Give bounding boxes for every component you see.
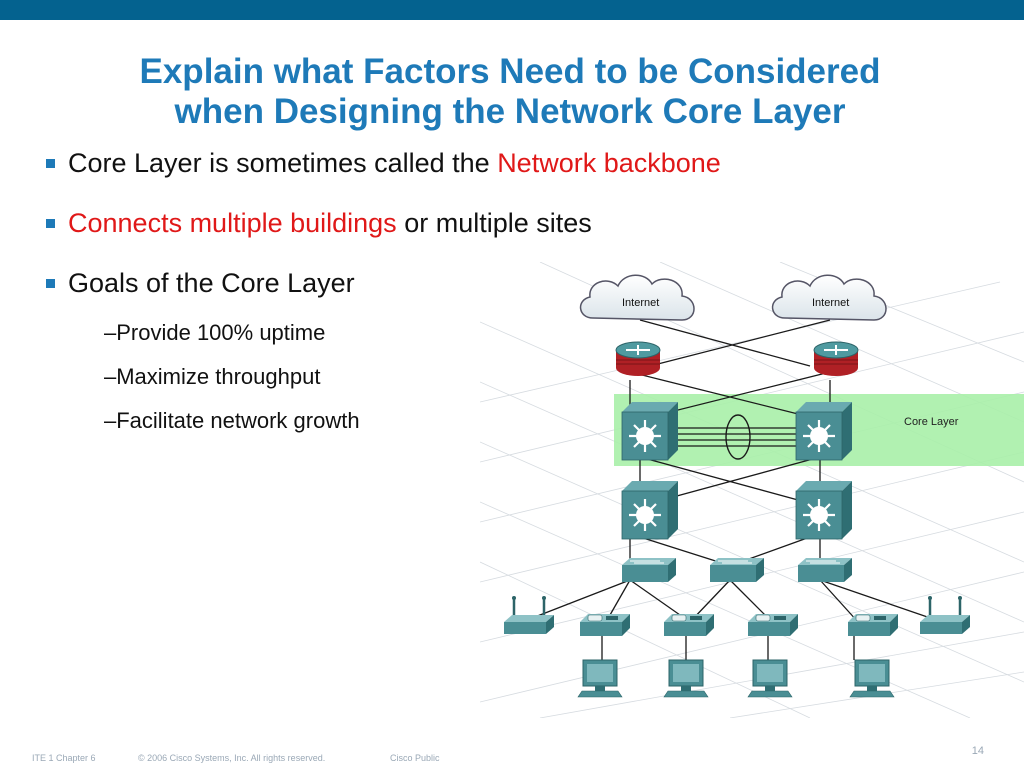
- distribution-switch-icon: [794, 479, 854, 541]
- bullet-3: Goals of the Core Layer: [46, 268, 355, 299]
- pc-icon: [849, 659, 895, 698]
- top-bar: [0, 0, 1024, 20]
- bullet-3-text: Goals of the Core Layer: [68, 268, 355, 298]
- slide-title: Explain what Factors Need to be Consider…: [60, 52, 960, 132]
- bullet-2: Connects multiple buildings or multiple …: [46, 208, 592, 239]
- internet-label-right: Internet: [812, 297, 849, 309]
- ip-phone-icon: [847, 613, 899, 637]
- bullet-1-highlight: Network backbone: [497, 148, 721, 178]
- ip-phone-icon: [579, 613, 631, 637]
- bullet-square-icon: [46, 159, 55, 168]
- internet-cloud-right: Internet: [771, 274, 887, 321]
- internet-cloud-left: Internet: [579, 274, 695, 321]
- router-icon: [813, 341, 859, 377]
- pc-icon: [747, 659, 793, 698]
- footer-chapter: ITE 1 Chapter 6: [32, 753, 96, 763]
- pc-icon: [577, 659, 623, 698]
- bullet-square-icon: [46, 219, 55, 228]
- grid-lines: [480, 262, 1024, 718]
- sub-bullet-1: –Provide 100% uptime: [104, 320, 326, 345]
- distribution-switch-icon: [620, 479, 680, 541]
- network-diagram: Core Layer Internet: [480, 262, 1024, 718]
- sub-bullet-2: –Maximize throughput: [104, 364, 321, 389]
- router-icon: [615, 341, 661, 377]
- core-layer-label: Core Layer: [904, 416, 959, 428]
- access-switch-icon: [621, 557, 677, 583]
- ip-phone-icon: [663, 613, 715, 637]
- title-line-1: Explain what Factors Need to be Consider…: [139, 52, 881, 91]
- core-switch-icon: [620, 400, 680, 462]
- title-line-2: when Designing the Network Core Layer: [174, 92, 846, 131]
- pc-icon: [663, 659, 709, 698]
- ip-phone-icon: [747, 613, 799, 637]
- footer-classification: Cisco Public: [390, 753, 440, 763]
- access-point-icon: [502, 594, 556, 636]
- bullet-square-icon: [46, 279, 55, 288]
- access-switch-icon: [797, 557, 853, 583]
- bullet-2-highlight: Connects multiple buildings: [68, 208, 397, 238]
- footer-copyright: © 2006 Cisco Systems, Inc. All rights re…: [138, 753, 326, 763]
- network-links: [521, 319, 943, 660]
- core-switch-icon: [794, 400, 854, 462]
- access-switch-icon: [709, 557, 765, 583]
- bullet-2-text: or multiple sites: [396, 208, 592, 238]
- bullet-1: Core Layer is sometimes called the Netwo…: [46, 148, 721, 179]
- page-number: 14: [971, 745, 984, 757]
- internet-label-left: Internet: [622, 297, 659, 309]
- access-point-icon: [918, 594, 972, 636]
- bullet-1-text: Core Layer is sometimes called the: [68, 148, 498, 178]
- sub-bullet-3: –Facilitate network growth: [104, 408, 360, 433]
